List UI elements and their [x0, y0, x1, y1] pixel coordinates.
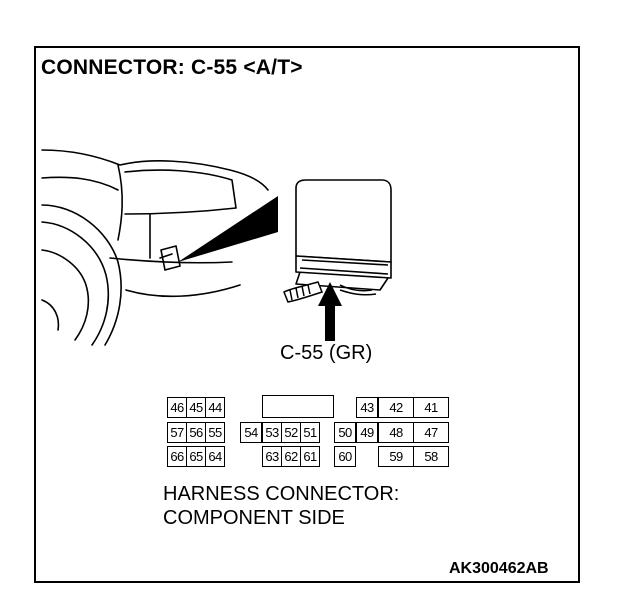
- pin-57: 57: [167, 422, 187, 443]
- pin-50: 50: [334, 422, 356, 443]
- pin-54: 54: [240, 422, 262, 443]
- pin-65: 65: [186, 446, 206, 467]
- pin-45: 45: [186, 397, 206, 418]
- ecu-module: [295, 179, 392, 291]
- pin-46: 46: [167, 397, 187, 418]
- connector-label: C-55 (GR): [280, 342, 373, 364]
- caption-line: HARNESS CONNECTOR:: [163, 483, 400, 505]
- connector-key: [262, 395, 334, 418]
- dashboard-outline: [41, 149, 269, 346]
- pin-52: 52: [281, 422, 301, 443]
- pin-43: 43: [356, 397, 378, 418]
- pin-60: 60: [334, 446, 356, 467]
- pin-49: 49: [356, 422, 378, 443]
- pin-63: 63: [262, 446, 282, 467]
- pin-53: 53: [262, 422, 282, 443]
- reference-code: AK300462AB: [449, 560, 549, 577]
- caption: HARNESS CONNECTOR: COMPONENT SIDE: [163, 482, 399, 530]
- pin-61: 61: [300, 446, 320, 467]
- diagram-title: CONNECTOR: C-55 <A/T>: [41, 56, 303, 79]
- pin-59: 59: [378, 446, 414, 467]
- pin-56: 56: [186, 422, 206, 443]
- diagram-frame: [34, 46, 580, 583]
- pin-48: 48: [378, 422, 414, 443]
- pin-41: 41: [413, 397, 449, 418]
- pin-55: 55: [205, 422, 225, 443]
- caption-line: COMPONENT SIDE: [163, 507, 345, 529]
- callout-wedge: [178, 196, 278, 262]
- pin-47: 47: [413, 422, 449, 443]
- pin-58: 58: [413, 446, 449, 467]
- pin-62: 62: [281, 446, 301, 467]
- pin-44: 44: [205, 397, 225, 418]
- arrow-up-icon: [318, 282, 342, 341]
- pin-51: 51: [300, 422, 320, 443]
- pin-42: 42: [378, 397, 414, 418]
- pin-66: 66: [167, 446, 187, 467]
- wire-harness: [283, 281, 377, 303]
- pin-64: 64: [205, 446, 225, 467]
